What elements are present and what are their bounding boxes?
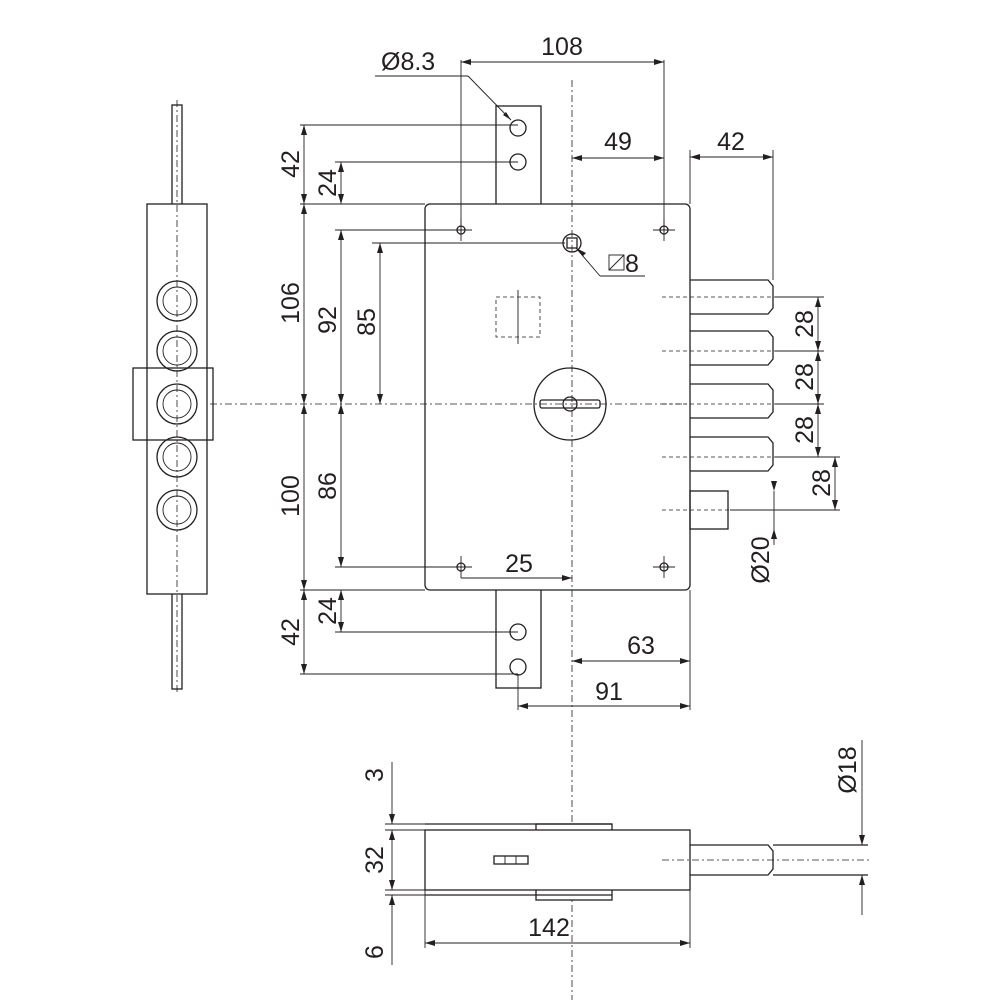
dim-86: 86 bbox=[314, 472, 342, 500]
lock-case bbox=[424, 203, 691, 591]
side-view bbox=[132, 100, 214, 694]
dim-24-bottom: 24 bbox=[314, 597, 342, 625]
dim-25: 25 bbox=[505, 550, 533, 578]
bottom-bracket bbox=[495, 587, 542, 689]
dim-32: 32 bbox=[361, 846, 389, 874]
front-view bbox=[210, 80, 780, 1000]
dim-85: 85 bbox=[353, 308, 381, 336]
dim-142: 142 bbox=[528, 914, 570, 942]
dim-63: 63 bbox=[627, 632, 655, 660]
dim-49: 49 bbox=[604, 128, 632, 156]
dim-42-bottom: 42 bbox=[277, 618, 305, 646]
dim-100: 100 bbox=[277, 475, 305, 517]
dimension-labels: Ø8.3 108 49 42 42 24 106 92 85 100 86 24… bbox=[277, 33, 862, 959]
dim-91: 91 bbox=[595, 678, 623, 706]
dim-6: 6 bbox=[361, 945, 389, 959]
latch-slot bbox=[493, 855, 529, 865]
dim-108: 108 bbox=[541, 33, 583, 61]
dim-92: 92 bbox=[314, 306, 342, 334]
dim-28-1: 28 bbox=[791, 310, 819, 338]
dim-hole-diameter: Ø8.3 bbox=[381, 48, 435, 76]
top-bracket-hole-1 bbox=[509, 119, 527, 137]
dim-24-top: 24 bbox=[314, 169, 342, 197]
dim-diameter-20: Ø20 bbox=[747, 536, 775, 583]
dim-42-top: 42 bbox=[277, 150, 305, 178]
dim-42-bolt: 42 bbox=[717, 128, 745, 156]
dim-28-3: 28 bbox=[791, 416, 819, 444]
case-profile bbox=[424, 829, 691, 891]
dimension-lines bbox=[300, 59, 865, 965]
dim-3: 3 bbox=[361, 768, 389, 782]
dim-square-8: 8 bbox=[625, 250, 639, 278]
dim-28-4: 28 bbox=[808, 469, 836, 497]
top-bracket bbox=[495, 105, 542, 207]
dim-28-2: 28 bbox=[791, 363, 819, 391]
square-8-label: 8 bbox=[608, 250, 639, 278]
dim-106: 106 bbox=[277, 282, 305, 324]
dim-diameter-18: Ø18 bbox=[834, 746, 862, 793]
bolt-ends bbox=[156, 280, 198, 531]
bolts bbox=[662, 279, 780, 530]
bottom-view bbox=[424, 823, 870, 901]
